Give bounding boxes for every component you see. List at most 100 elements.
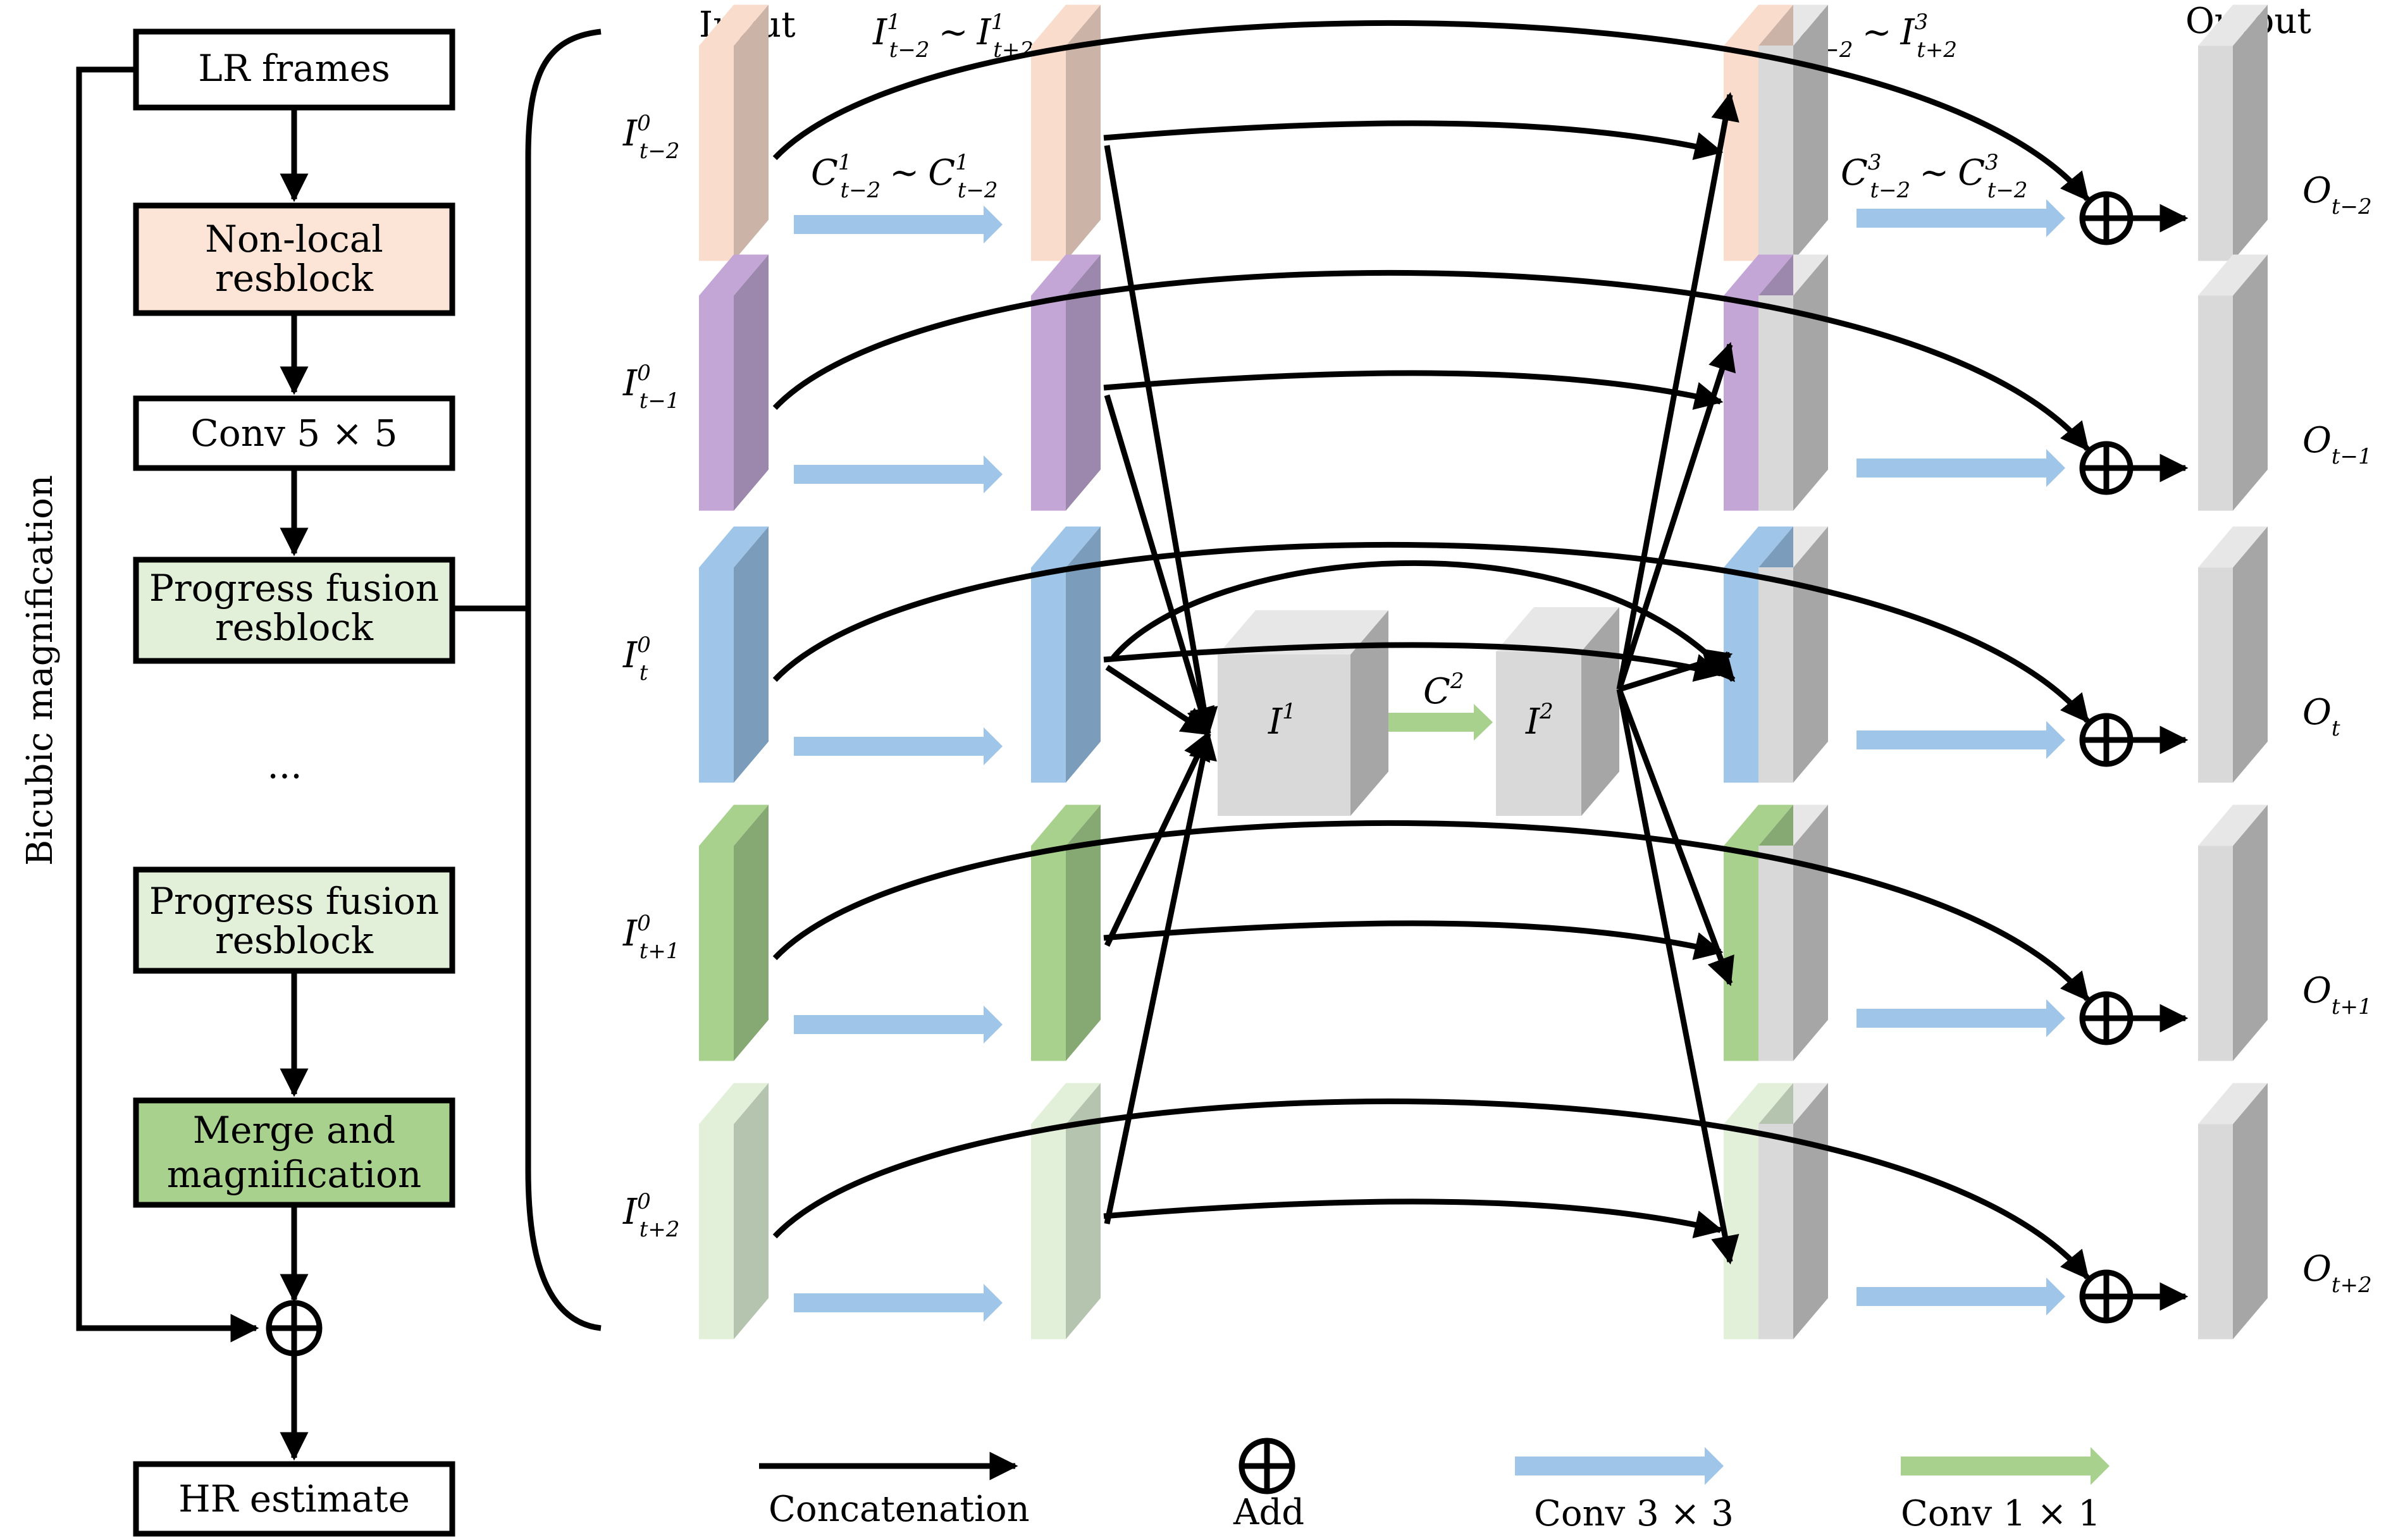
output-label-2: Ot (2302, 692, 2340, 741)
output-slab-2 (2198, 526, 2268, 783)
output-slab-4 (2198, 1083, 2268, 1340)
skip-curve-4 (772, 1099, 2090, 1280)
c2-conv1-arrow (1388, 704, 1493, 741)
nonlocal-label-line2: resblock (215, 257, 374, 300)
add-icon-row-4 (2079, 1269, 2134, 1324)
input-slab-2 (699, 526, 769, 783)
conv3-arrow-b-3 (1857, 999, 2065, 1037)
cube-i1: I1 (1218, 610, 1388, 816)
detail-brace (525, 28, 602, 1331)
nonlocal-resblock-box: Non-local resblock (133, 202, 455, 316)
bicubic-magnification-label: Bicubic magnification (20, 475, 61, 866)
left-pipeline: Bicubic magnification LR frames Non-loca… (20, 28, 528, 1537)
skip-curve-2 (772, 542, 2090, 724)
cube-to-concat-3 (1616, 688, 1734, 987)
legend-concat-label: Concatenation (769, 1489, 1030, 1530)
merge-label-line2: magnification (167, 1153, 422, 1196)
cube-feedback-curve (1111, 560, 1736, 682)
merge-label-line1: Merge and (193, 1109, 395, 1152)
mid-to-cube-1 (1104, 394, 1214, 737)
conv3-arrow-a-4 (794, 1284, 1003, 1322)
lr-frames-label: LR frames (198, 47, 390, 90)
legend: Concatenation Add Conv 3 × 3 Conv 1 × 1 (759, 1438, 2110, 1534)
row-1 (699, 254, 2268, 511)
mid-to-cube-2 (1105, 665, 1211, 736)
mid-to-cube-4 (1104, 730, 1217, 1224)
mid-to-cube-3 (1104, 730, 1211, 947)
progress1-label-line2: resblock (215, 606, 374, 649)
ellipsis: ... (267, 744, 302, 787)
legend-conv3-label: Conv 3 × 3 (1534, 1493, 1734, 1534)
middle-slab-0 (1031, 4, 1101, 261)
row-2 (699, 526, 2268, 783)
output-label-1: Ot−1 (2302, 420, 2372, 469)
skip-curve-3 (772, 820, 2090, 1002)
output-slab-3 (2198, 804, 2268, 1061)
conv3-arrow-b-0 (1857, 199, 2065, 237)
row-4 (699, 1083, 2268, 1340)
concat-slab-3 (1724, 804, 1828, 1061)
output-label-4: Ot+2 (2302, 1248, 2372, 1298)
middle-slab-3 (1031, 804, 1101, 1061)
cube-to-concat-1 (1616, 342, 1736, 691)
middle-slab-1 (1031, 254, 1101, 511)
add-icon-row-0 (2079, 191, 2134, 245)
input-slab-0 (699, 4, 769, 261)
conv5-box: Conv 5 × 5 (133, 395, 455, 471)
row-0 (699, 4, 2268, 261)
mid-to-concat-4 (1103, 1198, 1724, 1238)
concat-slab-4 (1724, 1083, 1828, 1340)
legend-conv3-arrow (1515, 1447, 1724, 1485)
conv5-label: Conv 5 × 5 (190, 412, 397, 455)
concat-slab-2 (1724, 526, 1828, 783)
mid-to-concat-2 (1103, 642, 1724, 682)
lr-frames-box: LR frames (133, 28, 455, 111)
cube-i2: I2 (1496, 607, 1619, 816)
bicubic-bypass-line (76, 66, 259, 1343)
progress2-label-line2: resblock (215, 919, 374, 962)
merge-magnification-box: Merge and magnification (133, 1097, 455, 1208)
cube-i1-label: I1 (1268, 699, 1296, 742)
progressive-fusion-detail: Input Output I1t−2~I1t+2 I3t−2~I3t+2 C1t… (622, 1, 2372, 1534)
mid-to-concat-1 (1103, 370, 1724, 410)
concat-slab-0 (1724, 4, 1828, 261)
add-icon-row-1 (2079, 441, 2134, 495)
legend-conv1-arrow (1901, 1447, 2110, 1485)
conv3-arrow-b-4 (1857, 1278, 2065, 1315)
middle-slab-2 (1031, 526, 1101, 783)
output-label-0: Ot−2 (2302, 170, 2372, 219)
middle-slab-4 (1031, 1083, 1101, 1340)
mid-to-concat-3 (1103, 920, 1724, 960)
input-slab-4 (699, 1083, 769, 1340)
conv3-arrow-a-1 (794, 455, 1003, 493)
conv3-arrow-b-2 (1857, 721, 2065, 759)
add-icon-row-3 (2079, 991, 2134, 1045)
input-slab-3 (699, 804, 769, 1061)
conv3-arrow-a-0 (794, 206, 1003, 243)
conv3-arrow-a-3 (794, 1006, 1003, 1044)
hr-estimate-label: HR estimate (178, 1477, 410, 1520)
input-slab-1 (699, 254, 769, 511)
progress-fusion-box-2: Progress fusion resblock (133, 866, 455, 974)
add-icon-left (266, 1300, 323, 1357)
output-label-3: Ot+1 (2302, 970, 2372, 1019)
row-3 (699, 804, 2268, 1061)
add-icon-row-2 (2079, 713, 2134, 767)
progress1-label-line1: Progress fusion (149, 567, 439, 610)
legend-add-label: Add (1233, 1492, 1304, 1533)
output-slab-0 (2198, 4, 2268, 261)
legend-add-icon (1239, 1438, 1295, 1494)
cube-to-concat-4 (1616, 689, 1739, 1265)
progress2-label-line1: Progress fusion (149, 880, 439, 923)
nonlocal-label-line1: Non-local (205, 218, 383, 261)
conv3-arrow-a-2 (794, 727, 1003, 765)
mid-to-concat-0 (1103, 120, 1724, 160)
progress-fusion-box-1: Progress fusion resblock (133, 557, 455, 664)
output-slab-1 (2198, 254, 2268, 511)
